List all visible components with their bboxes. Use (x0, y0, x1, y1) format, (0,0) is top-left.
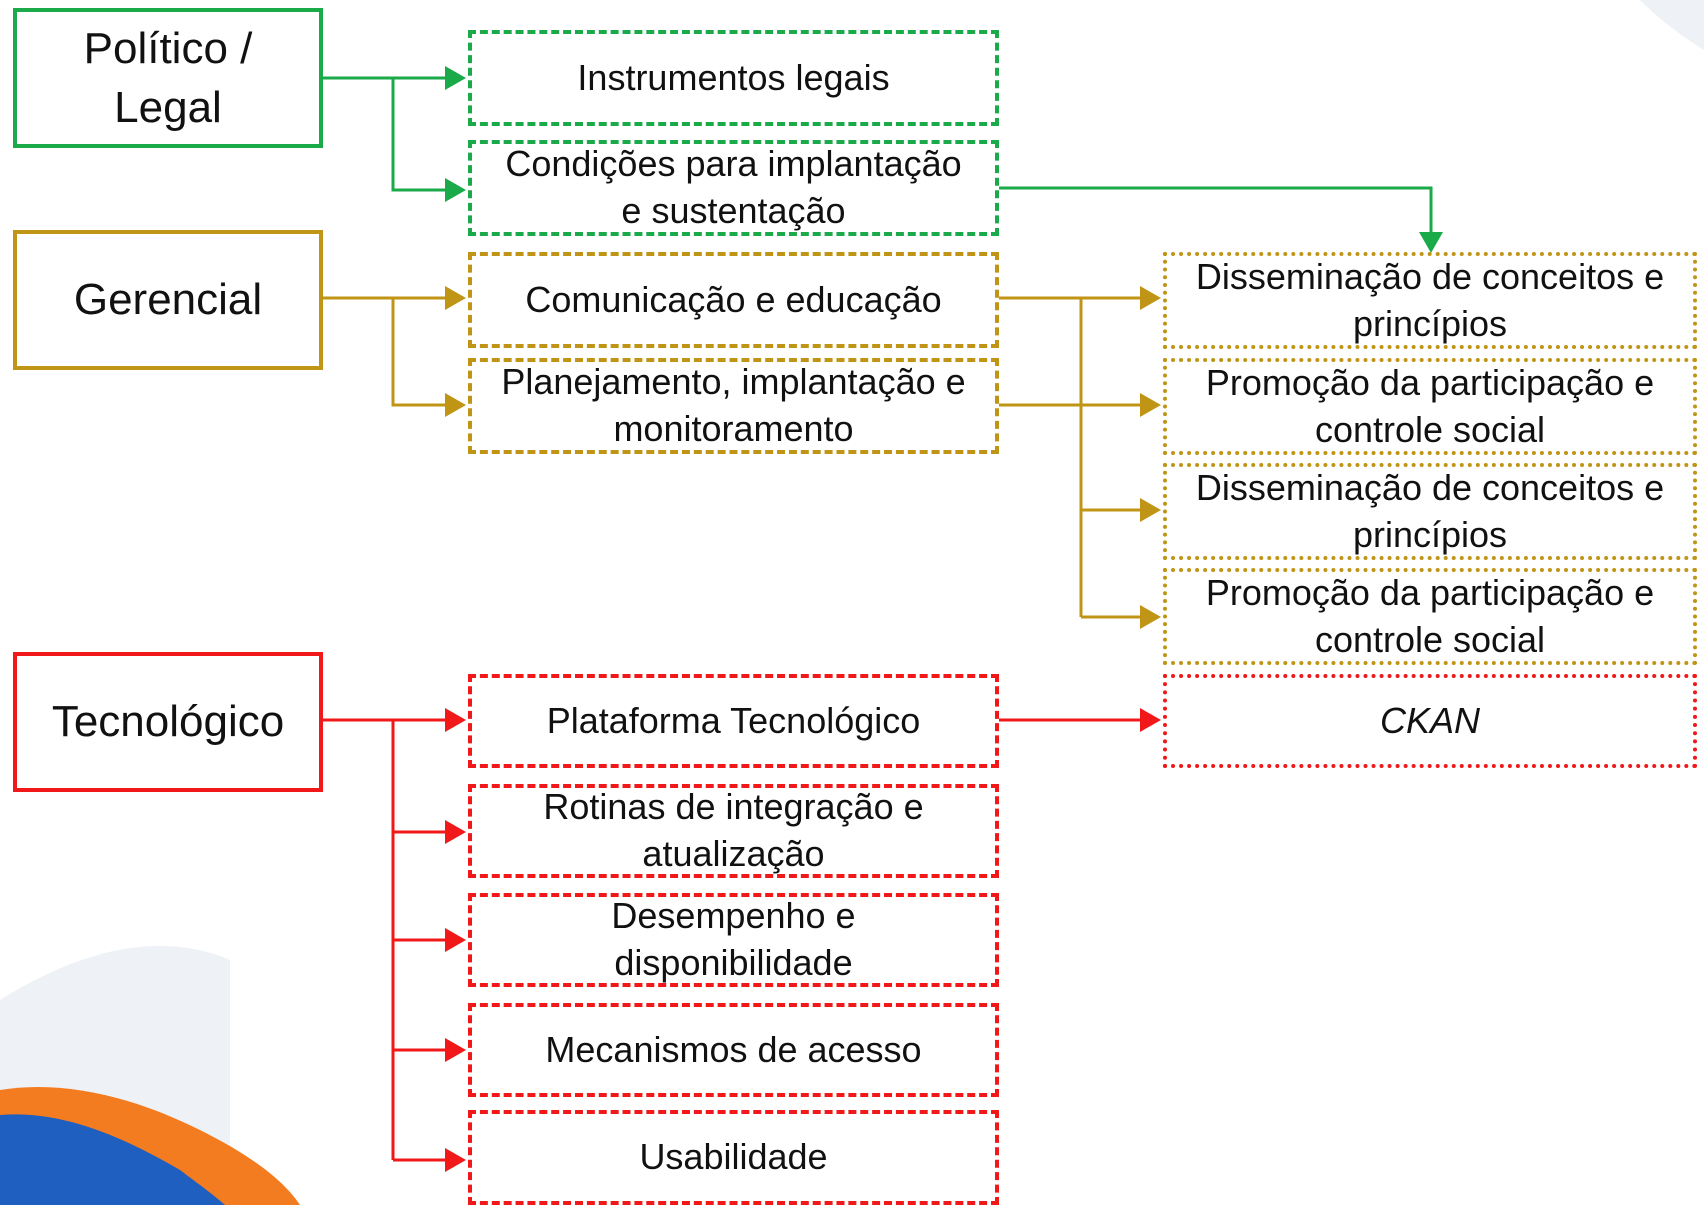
item-condicoes-implantacao: Condições para implantação e sustentação (468, 140, 999, 236)
item-tec-label: Plataforma Tecnológico (546, 699, 921, 741)
item-mecanismos-acesso: Mecanismos de acesso (468, 1003, 999, 1097)
category-tecnologico-label: Tecnológico (51, 697, 285, 747)
category-politico-label: Político / Legal (83, 23, 253, 132)
item-desempenho: Desempenho e disponibilidade (468, 893, 999, 987)
outcome-promocao-1: Promoção da participação e controle soci… (1163, 358, 1697, 455)
item-planejamento: Planejamento, implantação e monitorament… (468, 358, 999, 454)
item-usabilidade: Usabilidade (468, 1110, 999, 1205)
item-comunicacao-educacao: Comunicação e educação (468, 252, 999, 348)
outcome-ckan: CKAN (1163, 674, 1697, 768)
item-tec-label: Rotinas de integração e atualização (543, 786, 924, 874)
outcome-disseminacao-2: Disseminação de conceitos e princípios (1163, 463, 1697, 560)
outcome-label: Promoção da participação e controle soci… (1205, 361, 1655, 450)
outcome-ckan-label: CKAN (1379, 699, 1481, 741)
item-comunicacao-label: Comunicação e educação (525, 278, 942, 320)
outcome-label: Promoção da participação e controle soci… (1205, 571, 1655, 660)
outcome-label: Disseminação de conceitos e princípios (1195, 466, 1665, 555)
item-rotinas-integracao: Rotinas de integração e atualização (468, 784, 999, 878)
category-gerencial-label: Gerencial (73, 275, 263, 325)
outcome-disseminacao-1: Disseminação de conceitos e princípios (1163, 252, 1697, 349)
item-planejamento-label: Planejamento, implantação e monitorament… (501, 361, 966, 449)
outcome-promocao-2: Promoção da participação e controle soci… (1163, 568, 1697, 665)
item-plataforma-tecnologico: Plataforma Tecnológico (468, 674, 999, 768)
category-gerencial: Gerencial (13, 230, 323, 370)
item-tec-label: Desempenho e disponibilidade (611, 895, 856, 983)
outcome-label: Disseminação de conceitos e princípios (1195, 255, 1665, 344)
item-tec-label: Usabilidade (639, 1136, 828, 1178)
category-tecnologico: Tecnológico (13, 652, 323, 792)
item-instrumentos-label: Instrumentos legais (577, 56, 890, 98)
item-tec-label: Mecanismos de acesso (545, 1028, 922, 1070)
category-politico-legal: Político / Legal (13, 8, 323, 148)
item-condicoes-label: Condições para implantação e sustentação (505, 143, 962, 231)
item-instrumentos-legais: Instrumentos legais (468, 30, 999, 126)
